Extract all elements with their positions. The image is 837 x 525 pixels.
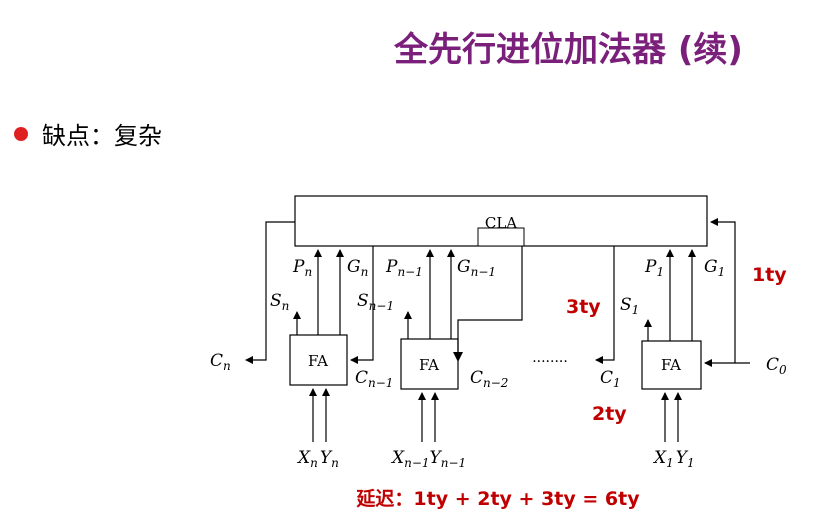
label-sn: Sn — [270, 291, 289, 313]
signal-labels: Pn Gn Pn−1 Gn−1 P1 G1 Sn Sn−1 S1 Cn Cn−1… — [210, 257, 787, 470]
label-sn1: Sn−1 — [357, 291, 394, 313]
ellipsis: ········ — [532, 354, 568, 370]
label-c0: C0 — [766, 355, 787, 377]
cla-label: CLA — [485, 214, 517, 232]
fa-box-n — [289, 334, 348, 386]
bullet-item: 缺点：复杂 — [14, 116, 162, 151]
slide-title: 全先行进位加法器 (续) — [394, 30, 743, 70]
label-gn1: Gn−1 — [457, 257, 496, 279]
bullet-text: 缺点：复杂 — [42, 122, 162, 150]
delay-summary: 延迟：1ty + 2ty + 3ty = 6ty — [355, 488, 640, 510]
label-cn2: Cn−2 — [470, 368, 508, 390]
cn2-arrow-icon — [453, 352, 463, 362]
fa-label-1: FA — [661, 356, 681, 374]
label-pn: Pn — [292, 257, 312, 279]
label-xn1-yn1: Xn−1Yn−1 — [390, 448, 466, 470]
delay-1ty: 1ty — [752, 264, 787, 286]
fa-box-1 — [641, 340, 702, 390]
bullet-dot-icon — [14, 126, 28, 141]
delay-2ty: 2ty — [592, 403, 627, 425]
label-pn1: Pn−1 — [385, 257, 423, 279]
label-p1: P1 — [644, 257, 664, 279]
delay-3ty: 3ty — [566, 296, 601, 318]
wires — [245, 218, 750, 442]
fa-box-n1 — [400, 338, 459, 390]
label-c1: C1 — [600, 368, 621, 390]
label-s1: S1 — [620, 295, 639, 317]
fa-label-n: FA — [308, 352, 328, 370]
label-cn: Cn — [210, 351, 231, 373]
label-gn: Gn — [347, 257, 368, 279]
fa-label-n1: FA — [419, 356, 439, 374]
label-g1: G1 — [704, 257, 725, 279]
cla-label-box — [477, 227, 525, 247]
label-cn1: Cn−1 — [355, 368, 393, 390]
